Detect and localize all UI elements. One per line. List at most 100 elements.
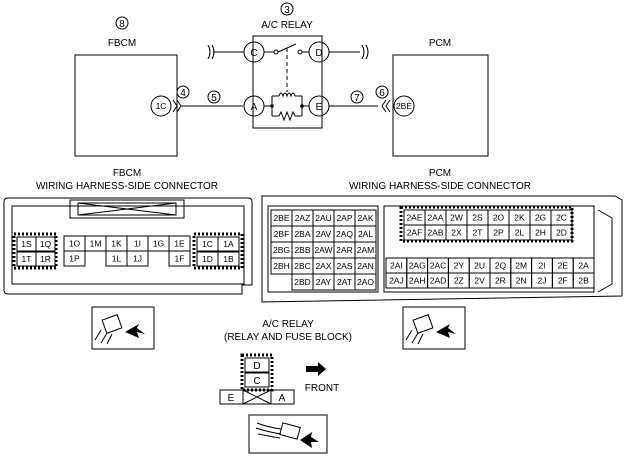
pcm-pin-2A: 2A [578,261,589,271]
pcm-pin-2D: 2D [556,228,567,238]
fbcm-pin-1F: 1F [175,254,185,264]
fbcm-left-block-frame [12,232,58,270]
pcm-pin-2AV: 2AV [316,229,332,239]
pcm-pin-2Q: 2Q [495,261,507,271]
relay-label: A/C RELAY [261,20,313,31]
pcm-pin-2N: 2N [516,276,527,286]
pcm-pin-2S: 2S [472,213,483,223]
pcm-pin-2AO: 2AO [357,277,374,287]
pcm-pin-2T: 2T [473,228,483,238]
pcm-pin-2AJ: 2AJ [389,276,404,286]
fbcm-label: FBCM [108,38,136,49]
pcm-pin-2X: 2X [451,228,462,238]
fbcm-pin-1Q: 1Q [40,239,52,249]
pcm-pin-2BA: 2BA [294,229,310,239]
relay-connector-e: E [228,393,235,404]
pcm-pin-2U: 2U [474,261,485,271]
pcm-pin-2AR: 2AR [336,245,353,255]
pcm-pin-2R: 2R [495,276,506,286]
fbcm-pin-num-circle [176,85,190,99]
pcm-pin-2BF: 2BF [274,229,290,239]
relay-pin-a: A [251,102,258,113]
wire-pcm-num: 7 [354,93,360,104]
fbcm-pin-1D: 1D [202,254,213,264]
relay-bottom-row [219,389,295,405]
pcm-pin-2V: 2V [474,276,485,286]
fbcm-pin-1L: 1L [112,254,122,264]
relay-box [252,35,323,129]
pcm-pin-2AH: 2AH [409,276,426,286]
fbcm-pin-1R: 1R [40,254,51,264]
junction-left [270,104,274,108]
wire-d-break [361,44,369,60]
pcm-pin-2BH: 2BH [273,261,290,271]
fbcm-pin-1E: 1E [174,239,185,249]
relay-pin-e: E [316,102,323,113]
pcm-pin-2AO-cell [354,273,377,291]
pcm-pin-2BD: 2BD [294,277,311,287]
pcm-pin-2B-cell [572,272,595,289]
resistor-zigzag [278,110,296,122]
pcm-pin-2F: 2F [558,276,568,286]
pcm-connector-mark [381,99,391,113]
relay-connector-a: A [279,393,286,404]
pcm-pin-2D-cell [550,224,573,241]
front-label: FRONT [305,383,339,394]
wire-fbcm-num: 5 [211,93,217,104]
fbcm-pin-1Q-cell [35,236,56,252]
relay-connector-title: A/C RELAY [262,319,314,330]
pcm-pin-2AL: 2AL [358,229,373,239]
pcm-pin-2BB: 2BB [294,245,310,255]
pcm-pin-2W: 2W [450,213,463,223]
pcm-pin-2O: 2O [493,213,505,223]
fbcm-pin-1B-cell [217,251,240,267]
wire-fbcm-num-circle [207,90,221,104]
fbcm-pin-1K: 1K [111,239,122,249]
fbcm-lock-tab [69,199,185,219]
wire-c-break [207,44,215,60]
pcm-pin-2J: 2J [538,276,547,286]
pcm-pin-2BC: 2BC [294,261,311,271]
pcm-pin-2AD: 2AD [430,276,447,286]
pcm-pin-2BE: 2BE [273,213,289,223]
wire-pcm-num-circle [350,90,364,104]
pcm-pin-2AK: 2AK [357,213,373,223]
fbcm-pin-1J: 1J [133,254,142,264]
fbcm-connector-body [3,197,253,295]
fbcm-pin-1O: 1O [69,239,81,249]
relay-number-circle [280,2,294,16]
pcm-pin-2AQ: 2AQ [336,229,353,239]
pcm-pin-2AA: 2AA [427,213,443,223]
pcm-pin-2AU: 2AU [315,213,332,223]
pcm-left-block [267,205,379,293]
fbcm-number-circle [115,16,129,30]
fbcm-pin-1P: 1P [69,254,80,264]
switch-contact-right [297,49,303,55]
pcm-pin-2AE: 2AE [406,213,422,223]
pcm-pin-2AS: 2AS [336,261,352,271]
pcm-pin-2Z: 2Z [454,276,464,286]
fbcm-pin-1M: 1M [90,239,102,249]
pcm-pin-2AY: 2AY [316,277,332,287]
pcm-pin-2AZ: 2AZ [295,213,311,223]
fbcm-pin-1B: 1B [223,254,234,264]
pcm-pin-2L: 2L [515,228,525,238]
relay-connector-c: C [253,376,260,387]
pcm-pin-2H: 2H [535,228,546,238]
pcm-pin-2C: 2C [556,213,567,223]
pcm-pin-2AN: 2AN [357,261,374,271]
fbcm-pin-1I: 1I [134,239,141,249]
pcm-pin: 2BE [396,101,412,111]
fbcm-lock-tab-cross [77,202,177,216]
fbcm-connector-title: FBCM [113,168,141,179]
relay-pin-d: D [315,48,322,59]
relay-c-cell [244,372,270,388]
pcm-connector-subtitle: WIRING HARNESS-SIDE CONNECTOR [349,181,531,192]
pcm-pin-2AI: 2AI [390,261,403,271]
pcm-pin-2AW: 2AW [314,245,332,255]
pcm-pin-2I: 2I [538,261,545,271]
pcm-connector-side [597,209,613,293]
